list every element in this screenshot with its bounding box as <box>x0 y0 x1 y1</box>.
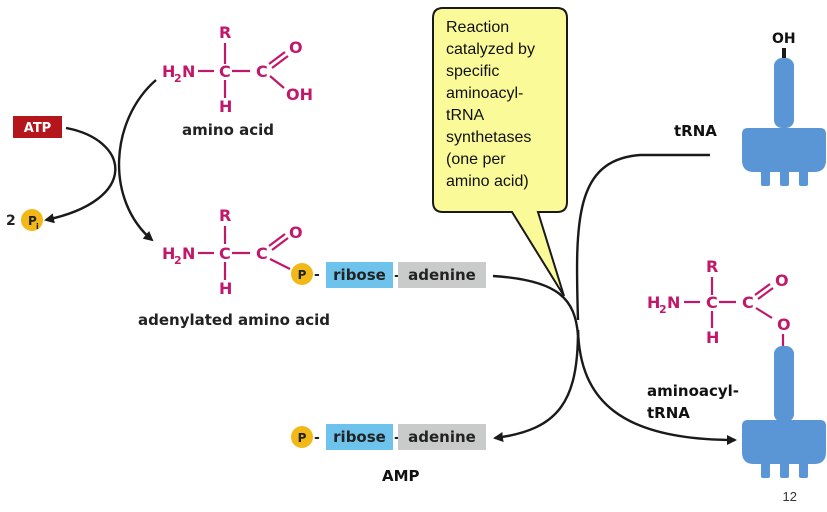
aminoacyl-o-double: O <box>775 271 789 290</box>
adenylated-dash-1: - <box>314 267 320 283</box>
pi-circle <box>21 209 43 231</box>
aminoacyl-carbonyl-c: C <box>742 293 754 312</box>
atp-box: ATP <box>13 116 62 138</box>
aminoacyl-trna-label-line2: tRNA <box>647 404 690 422</box>
adenylated-dash-2: - <box>394 268 400 284</box>
amino-acid-label: amino acid <box>182 121 274 139</box>
pyrophosphate: 2 P i <box>6 209 43 231</box>
atp-label: ATP <box>24 121 51 136</box>
amp-ribose-box <box>326 424 393 450</box>
callout-line-8: amino acid) <box>446 173 529 190</box>
adenylated-ribose-box <box>326 262 393 288</box>
aminoacyl-trna-shape <box>742 346 826 478</box>
amino-acid-h2n-h: H <box>162 62 175 81</box>
aminoacyl-structure: R H 2 N C H C O O <box>647 257 791 347</box>
amino-acid-h2n-n: N <box>182 62 195 81</box>
adenylated-h: H <box>219 279 232 298</box>
callout-line-6: synthetases <box>446 129 531 146</box>
callout-line-7: (one per <box>446 151 506 168</box>
trna-in-arrow <box>575 153 710 321</box>
amp-dash-1: - <box>314 430 320 446</box>
trna-oh-label: OH <box>772 31 796 47</box>
adenylated-phosphate: P <box>291 263 313 285</box>
amp-dash-2: - <box>394 430 400 446</box>
amino-acid-h: H <box>219 97 232 116</box>
aminoacyl-trna-label-line1: aminoacyl- <box>647 382 739 400</box>
amino-acid-to-adenylated-arrow <box>117 79 157 242</box>
aminoacyl-h: H <box>706 328 719 347</box>
amino-acid-r: R <box>219 23 231 42</box>
pi-coefficient: 2 <box>6 213 16 229</box>
adenylated-phosphate-label: P <box>298 268 307 282</box>
pi-subscript: i <box>36 222 39 231</box>
amp-adenine-label: adenine <box>408 428 476 446</box>
aminoacyl-trna-out-arrow <box>576 329 737 445</box>
callout-line-1: Reaction <box>446 19 509 36</box>
amp-adenine-box <box>398 424 486 450</box>
adenylated-r: R <box>219 206 231 225</box>
adenylated-h2n-h: H <box>162 244 175 263</box>
adenylated-carbonyl-c: C <box>256 244 268 263</box>
amino-acid-structure: R H 2 N C H C O OH <box>162 23 313 116</box>
amp-phosphate-label: P <box>298 431 307 445</box>
callout-line-3: specific <box>446 63 499 80</box>
adenylated-alpha-c: C <box>219 244 231 263</box>
aminoacyl-h2n-sub: 2 <box>659 303 667 316</box>
atp-to-pi-arrow <box>44 126 117 224</box>
page-number: 12 <box>782 489 797 504</box>
pi-symbol: P <box>28 214 37 228</box>
adenylated-structure: R H 2 N C H C O <box>162 206 303 298</box>
trna-shape <box>742 48 826 186</box>
aminoacyl-o-ester: O <box>777 315 791 334</box>
callout-line-2: catalyzed by <box>446 41 535 58</box>
amino-acid-o: O <box>289 38 303 57</box>
amp-label: AMP <box>382 467 420 485</box>
amp-ribose-label: ribose <box>333 428 386 446</box>
adenylated-ribose-label: ribose <box>333 266 386 284</box>
amino-acid-alpha-c: C <box>219 62 231 81</box>
amino-acid-h2n-sub: 2 <box>174 72 182 85</box>
callout-line-4: aminoacyl- <box>446 85 523 102</box>
adenylated-in-arrow <box>492 274 580 336</box>
amino-acid-oh: OH <box>286 85 313 104</box>
adenylated-h2n-n: N <box>182 244 195 263</box>
amino-acid-carbonyl-c: C <box>256 62 268 81</box>
adenylated-adenine-label: adenine <box>408 266 476 284</box>
adenylated-adenine-box <box>398 262 486 288</box>
trna-label: tRNA <box>674 122 717 140</box>
callout-balloon: Reaction catalyzed by specific aminoacyl… <box>432 7 568 297</box>
aminoacyl-r: R <box>706 257 718 276</box>
adenylated-o: O <box>289 223 303 242</box>
amp-phosphate: P <box>291 426 313 448</box>
adenylated-label: adenylated amino acid <box>138 311 330 329</box>
aminoacyl-alpha-c: C <box>706 293 718 312</box>
aminoacyl-h2n-h: H <box>647 293 660 312</box>
adenylated-h2n-sub: 2 <box>174 254 182 267</box>
amp-out-arrow <box>493 329 580 442</box>
aminoacyl-h2n-n: N <box>667 293 680 312</box>
callout-line-5: tRNA <box>446 107 485 124</box>
